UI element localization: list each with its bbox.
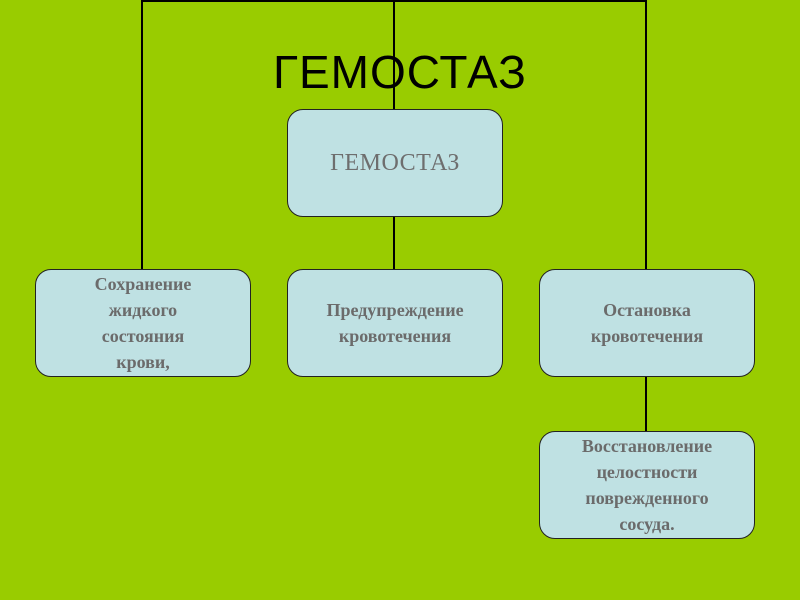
node-sub-line: сосуда. (619, 514, 675, 534)
node-left-line: Сохранение (94, 274, 192, 294)
node-left: Сохранение жидкого состояния крови, (35, 269, 251, 377)
node-left-line: крови, (116, 352, 170, 372)
node-left-line: состояния (101, 326, 185, 346)
node-right: Остановка кровотечения (539, 269, 755, 377)
node-right-line: Остановка (603, 300, 691, 320)
node-center: Предупреждение кровотечения (287, 269, 503, 377)
node-sub-line: поврежденного (585, 488, 709, 508)
node-left-line: жидкого (108, 300, 178, 320)
node-center-line: Предупреждение (326, 300, 464, 320)
slide-title: ГЕМОСТАЗ (273, 46, 527, 98)
node-sub: Восстановление целостности поврежденного… (539, 431, 755, 539)
node-sub-line: целостности (596, 462, 698, 482)
node-root-label: ГЕМОСТАЗ (330, 150, 460, 176)
node-sub-line: Восстановление (581, 436, 713, 456)
node-center-line: кровотечения (338, 326, 452, 346)
node-root: ГЕМОСТАЗ (287, 109, 503, 217)
node-right-line: кровотечения (590, 326, 704, 346)
